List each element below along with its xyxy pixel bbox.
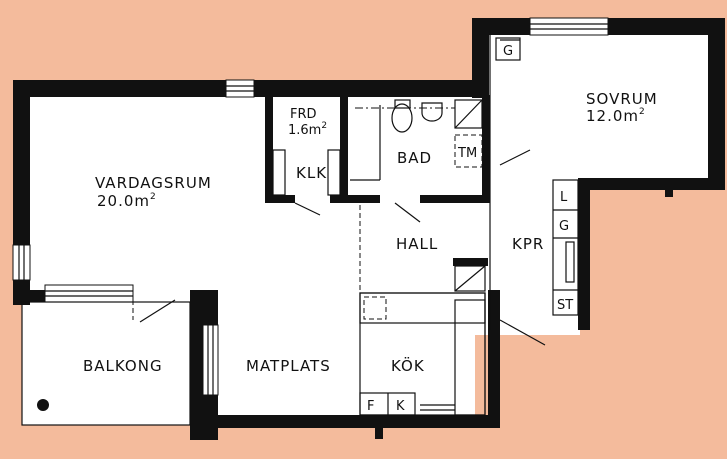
balkong-label: BALKONG — [83, 357, 163, 375]
fixture-f: F — [367, 399, 374, 414]
balcony-outline — [21, 300, 191, 426]
kok-label: KÖK — [391, 356, 425, 375]
matplats-label: MATPLATS — [246, 357, 331, 375]
fixture-k: K — [396, 399, 405, 414]
closet-fixtures — [495, 37, 579, 316]
interior-walls — [265, 30, 520, 330]
kpr-label: KPR — [512, 235, 544, 253]
frd-area: 1.6m2 — [288, 121, 327, 138]
vardagsrum-area: 20.0m2 — [97, 192, 157, 210]
fixture-labels: G L G ST F K — [367, 44, 573, 414]
sovrum-area: 12.0m2 — [586, 107, 646, 125]
room-labels: VARDAGSRUM 20.0m2 FRD 1.6m2 KLK BAD TM S… — [83, 90, 658, 375]
drain-icon — [37, 399, 49, 411]
fixture-l: L — [560, 190, 568, 205]
bad-label: BAD — [397, 149, 432, 167]
vardagsrum-label: VARDAGSRUM — [95, 174, 212, 192]
hall-label: HALL — [396, 235, 438, 253]
klk-label: KLK — [296, 164, 327, 182]
frd-label: FRD — [290, 107, 317, 122]
fixture-g-sovrum: G — [503, 44, 513, 59]
door-swings — [139, 149, 546, 346]
sovrum-label: SOVRUM — [586, 90, 658, 108]
bathroom-fixtures — [350, 99, 455, 181]
floor-areas — [22, 33, 710, 425]
kitchen-fixtures — [359, 292, 486, 416]
fixture-st: ST — [557, 298, 573, 313]
tm-label: TM — [457, 146, 477, 161]
fixture-g-kpr: G — [559, 219, 569, 234]
windows — [12, 17, 609, 396]
